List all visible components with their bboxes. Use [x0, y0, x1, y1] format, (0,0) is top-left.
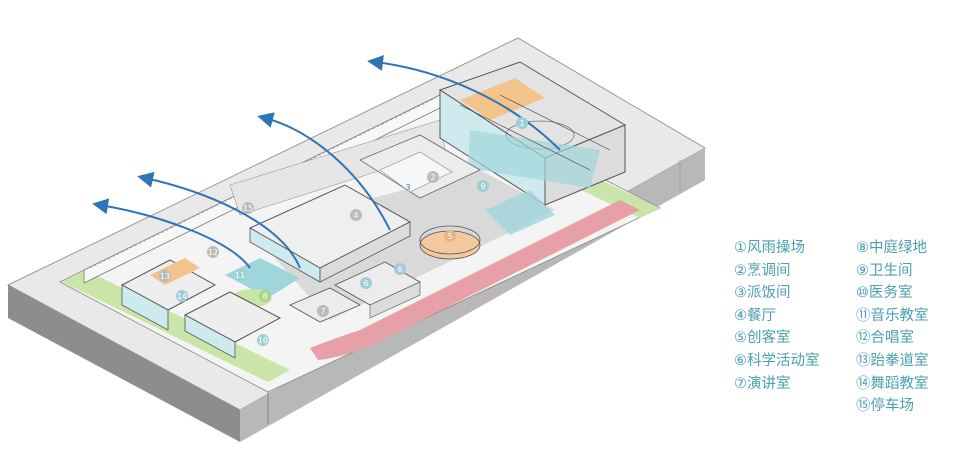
wind-arrow-icon: [137, 171, 301, 269]
wind-arrows: [92, 55, 561, 269]
legend-item: ⑧中庭绿地: [856, 240, 927, 256]
room-marker: 2: [427, 171, 439, 183]
svg-text:15: 15: [243, 204, 253, 213]
svg-text:4: 4: [353, 211, 358, 220]
svg-text:2: 2: [430, 173, 435, 182]
room-marker: 7: [317, 305, 329, 317]
legend-item: ①风雨操场: [734, 240, 805, 256]
room-number-markers: 1 2 3 4 5 6 6 7 8 9 10 11 12 13 14 15: [159, 117, 528, 346]
dining-hall: [248, 184, 412, 283]
legend-right-column: ⑧中庭绿地 ⑨卫生间 ⑩医务室 ⑪音乐教室 ⑫合唱室 ⑬跆拳道室 ⑭舞蹈教室 ⑮…: [856, 237, 929, 418]
legend-item: ④餐厅: [734, 307, 776, 324]
legend-item: ⑪音乐教室: [856, 307, 929, 324]
room-marker: 9: [477, 180, 489, 192]
svg-text:1: 1: [519, 119, 524, 128]
svg-text:13: 13: [160, 272, 170, 281]
svg-text:10: 10: [258, 336, 268, 345]
svg-text:9: 9: [480, 182, 485, 191]
gymnasium-building: [438, 61, 627, 206]
room-marker: 12: [207, 246, 219, 258]
svg-text:6: 6: [363, 279, 368, 288]
legend-item: ⑬跆拳道室: [856, 352, 929, 369]
room-marker: 6: [394, 263, 406, 275]
room-marker: 10: [257, 334, 269, 346]
wind-arrow-icon: [257, 112, 391, 231]
legend-item: ⑨卫生间: [856, 262, 913, 279]
svg-text:3: 3: [405, 183, 410, 192]
svg-text:5: 5: [447, 232, 452, 241]
room-marker: 15: [242, 202, 254, 214]
room-marker: 8: [259, 290, 271, 302]
svg-text:8: 8: [262, 292, 267, 301]
room-marker: 1: [516, 117, 528, 129]
legend-item: ③派饭间: [734, 285, 791, 302]
legend-item: ⑮停车场: [856, 398, 914, 415]
svg-text:7: 7: [320, 307, 325, 316]
svg-text:6: 6: [397, 265, 402, 274]
room-marker: 5: [444, 230, 456, 242]
svg-text:12: 12: [208, 248, 218, 257]
legend-item: ②烹调间: [734, 262, 791, 279]
legend-item: ⑫合唱室: [856, 330, 914, 347]
room-marker: 14: [176, 290, 188, 302]
room-marker: 4: [350, 209, 362, 221]
legend-item: ⑩医务室: [856, 285, 913, 302]
room-marker: 11: [234, 269, 246, 281]
room-marker: 13: [159, 270, 171, 282]
wind-arrow-icon: [367, 55, 561, 151]
room-marker: 6: [360, 277, 372, 289]
legend-item: ⑭舞蹈教室: [856, 375, 929, 392]
svg-text:11: 11: [235, 271, 245, 280]
room-marker: 3: [405, 183, 410, 192]
svg-text:14: 14: [177, 292, 187, 301]
lecture-room: [289, 287, 361, 323]
legend-item: ⑦演讲室: [734, 375, 791, 392]
wind-arrow-icon: [92, 198, 251, 269]
legend-item: ⑥科学活动室: [734, 352, 820, 369]
legend-left-column: ①风雨操场 ②烹调间 ③派饭间 ④餐厅 ⑤创客室 ⑥科学活动室 ⑦演讲室: [734, 237, 820, 395]
legend-item: ⑤创客室: [734, 330, 791, 347]
kitchen-block: [359, 134, 481, 199]
